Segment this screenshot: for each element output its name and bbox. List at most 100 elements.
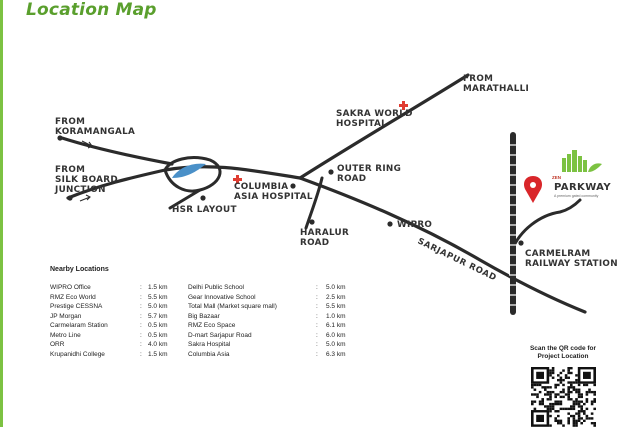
label-line: JUNCTION (55, 185, 106, 195)
road-carmelram (510, 198, 582, 252)
label-from-marathalli: FROM MARATHALLI (463, 74, 529, 94)
nearby-name: Prestige CESSNA (50, 303, 103, 310)
label-outer-ring-road: OUTER RING ROAD (337, 164, 401, 184)
label-from-koramangala: FROM KORAMANGALA (55, 117, 135, 137)
nearby-distance: 6.0 km (326, 331, 346, 339)
nearby-name: Sakra Hospital (188, 341, 231, 348)
nearby-separator: : (140, 350, 142, 358)
nearby-separator: : (316, 331, 318, 339)
nearby-distance: 1.5 km (148, 284, 168, 291)
nearby-separator: : (316, 350, 318, 358)
marker-carmelram (518, 240, 524, 246)
nearby-separator: : (140, 312, 142, 320)
road-sarjapur (298, 176, 587, 314)
nearby-separator: : (316, 341, 318, 348)
label-line: ROAD (300, 238, 330, 248)
nearby-distance: 0.5 km (148, 322, 168, 329)
label-line: SAKRA WORLD (336, 109, 413, 119)
nearby-distance: 0.5 km (148, 331, 168, 339)
nearby-row: WIPRO Office:1.5 km (50, 283, 178, 293)
marker-hsr (200, 195, 206, 201)
nearby-name: D-mart Sarjapur Road (188, 331, 252, 339)
nearby-row: Carmelaram Station:0.5 km (50, 321, 178, 331)
qr-code-icon[interactable] (529, 366, 597, 427)
left-accent-rule (0, 0, 3, 427)
nearby-separator: : (140, 293, 142, 301)
nearby-row: D-mart Sarjapur Road:6.0 km (188, 331, 356, 341)
logo-buildings-icon (562, 150, 602, 172)
nearby-name: RMZ Eco World (50, 293, 96, 301)
nearby-distance: 4.0 km (148, 341, 168, 348)
qr-caption: Scan the QR code for Project Location (522, 345, 604, 361)
nearby-distance: 5.5 km (326, 303, 346, 310)
nearby-row: Metro Line:0.5 km (50, 331, 178, 341)
nearby-name: Columbia Asia (188, 350, 230, 358)
label-haralur-road: HARALUR ROAD (300, 228, 349, 248)
nearby-distance: 5.7 km (148, 312, 168, 320)
nearby-name: ORR (50, 341, 65, 348)
label-hsr-layout: HSR LAYOUT (172, 205, 237, 215)
road-haralur (304, 176, 324, 230)
label-carmelram: CARMELRAM RAILWAY STATION (525, 249, 618, 269)
label-line: HARALUR (300, 228, 350, 238)
nearby-row: Columbia Asia:6.3 km (188, 350, 356, 360)
nearby-distance: 5.0 km (326, 284, 346, 291)
road-lake-loop (163, 156, 222, 193)
arrow-koramangala-icon (81, 140, 93, 149)
label-line: ASIA HOSPITAL (234, 192, 313, 202)
nearby-row: RMZ Eco World:5.5 km (50, 293, 178, 303)
nearby-separator: : (140, 341, 142, 348)
logo-brand-small: ZEN (552, 175, 561, 180)
hospital-cross-icon (399, 101, 408, 110)
label-line: RAILWAY STATION (525, 259, 618, 269)
road-koramangala (60, 136, 174, 166)
logo-tagline: A premium gated community (554, 194, 599, 198)
logo-name: PARKWAY (554, 182, 612, 193)
nearby-distance: 1.0 km (326, 312, 346, 320)
marker-silk-board (67, 195, 73, 201)
nearby-row: Big Bazaar:1.0 km (188, 312, 356, 322)
nearby-row: ORR:4.0 km (50, 340, 178, 350)
marker-koramangala (57, 135, 63, 141)
nearby-distance: 5.5 km (148, 293, 168, 301)
nearby-distance: 5.0 km (326, 341, 346, 348)
label-sakra-world: SAKRA WORLD HOSPITAL (336, 109, 413, 129)
nearby-title: Nearby Locations (50, 266, 109, 273)
label-from-silk-board: FROM SILK BOARD JUNCTION (55, 165, 118, 195)
nearby-separator: : (316, 284, 318, 291)
nearby-separator: : (140, 331, 142, 339)
nearby-name: Total Mall (Market square mall) (188, 303, 277, 310)
nearby-row: Total Mall (Market square mall): 5.5 km (188, 302, 356, 312)
road-hsr (168, 188, 202, 210)
nearby-separator: : (316, 303, 318, 310)
nearby-distance: 1.5 km (148, 350, 168, 358)
label-line: ROAD (337, 174, 367, 184)
label-line: CARMELRAM (525, 249, 591, 259)
project-pin-icon (523, 176, 543, 203)
label-line: COLUMBIA (234, 182, 289, 192)
qr-caption-line: Scan the QR code for (529, 345, 597, 352)
hospital-cross-icon (233, 175, 242, 184)
nearby-row: Krupanidhi College:1.5 km (50, 350, 178, 360)
lake-shape (172, 163, 206, 178)
nearby-row: RMZ Eco Space:6.1 km (188, 321, 356, 331)
label-line: HOSPITAL (336, 119, 388, 129)
nearby-distance: 2.5 km (326, 293, 346, 301)
label-columbia-asia: COLUMBIA ASIA HOSPITAL (234, 182, 313, 202)
marker-outer-ring (328, 169, 334, 175)
nearby-separator: : (140, 303, 142, 310)
marker-wipro (387, 221, 393, 227)
nearby-separator: : (316, 322, 318, 329)
label-wipro: WIPRO (397, 220, 433, 230)
label-line: FROM (55, 117, 86, 127)
nearby-name: Krupanidhi College (50, 350, 105, 358)
label-line: MARATHALLI (463, 84, 530, 94)
nearby-name: Big Bazaar (188, 312, 220, 320)
marker-columbia (290, 183, 296, 189)
nearby-row: Delhi Public School:5.0 km (188, 283, 356, 293)
label-line: FROM (463, 74, 494, 84)
nearby-name: Metro Line (50, 331, 81, 339)
